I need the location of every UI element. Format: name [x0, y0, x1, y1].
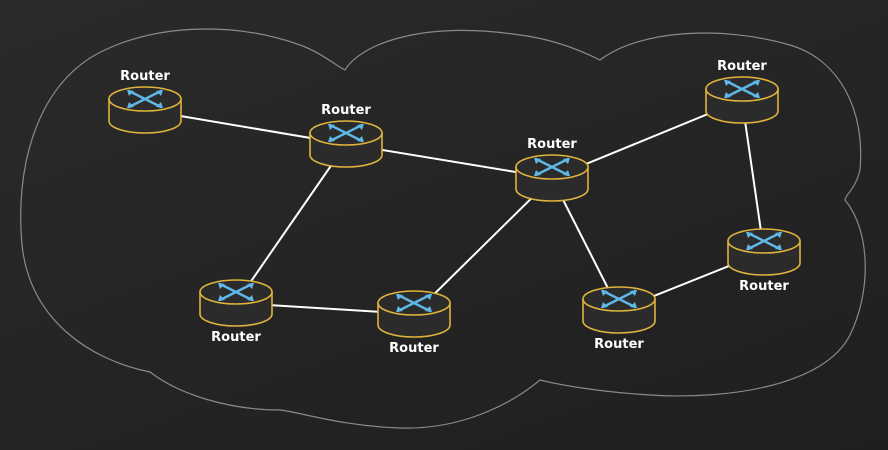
router-icon [601, 289, 637, 309]
router-node-r1[interactable]: Router [108, 69, 182, 134]
router-label: Router [739, 279, 789, 294]
router-icon [746, 231, 782, 251]
router-label: Router [527, 137, 577, 152]
router-node-r8[interactable]: Router [727, 228, 801, 294]
router-node-r7[interactable]: Router [582, 286, 656, 352]
router-label: Router [120, 69, 170, 84]
router-label: Router [321, 103, 371, 118]
router-node-r3[interactable]: Router [515, 137, 589, 202]
router-icon [218, 282, 254, 302]
router-label: Router [389, 341, 439, 356]
router-icon [127, 89, 163, 109]
router-node-r2[interactable]: Router [309, 103, 383, 168]
router-icon [328, 123, 364, 143]
router-label: Router [717, 59, 767, 74]
router-label: Router [594, 337, 644, 352]
link-r4-r8 [741, 99, 765, 253]
link-r6-r3 [413, 177, 553, 315]
router-node-r4[interactable]: Router [705, 59, 779, 124]
router-label: Router [211, 330, 261, 345]
router-node-r5[interactable]: Router [199, 279, 273, 345]
router-icon [396, 293, 432, 313]
network-cloud-outline [20, 28, 866, 429]
router-icon [724, 79, 760, 99]
link-r2-r5 [235, 143, 347, 304]
router-node-r6[interactable]: Router [377, 290, 451, 356]
router-icon [534, 157, 570, 177]
